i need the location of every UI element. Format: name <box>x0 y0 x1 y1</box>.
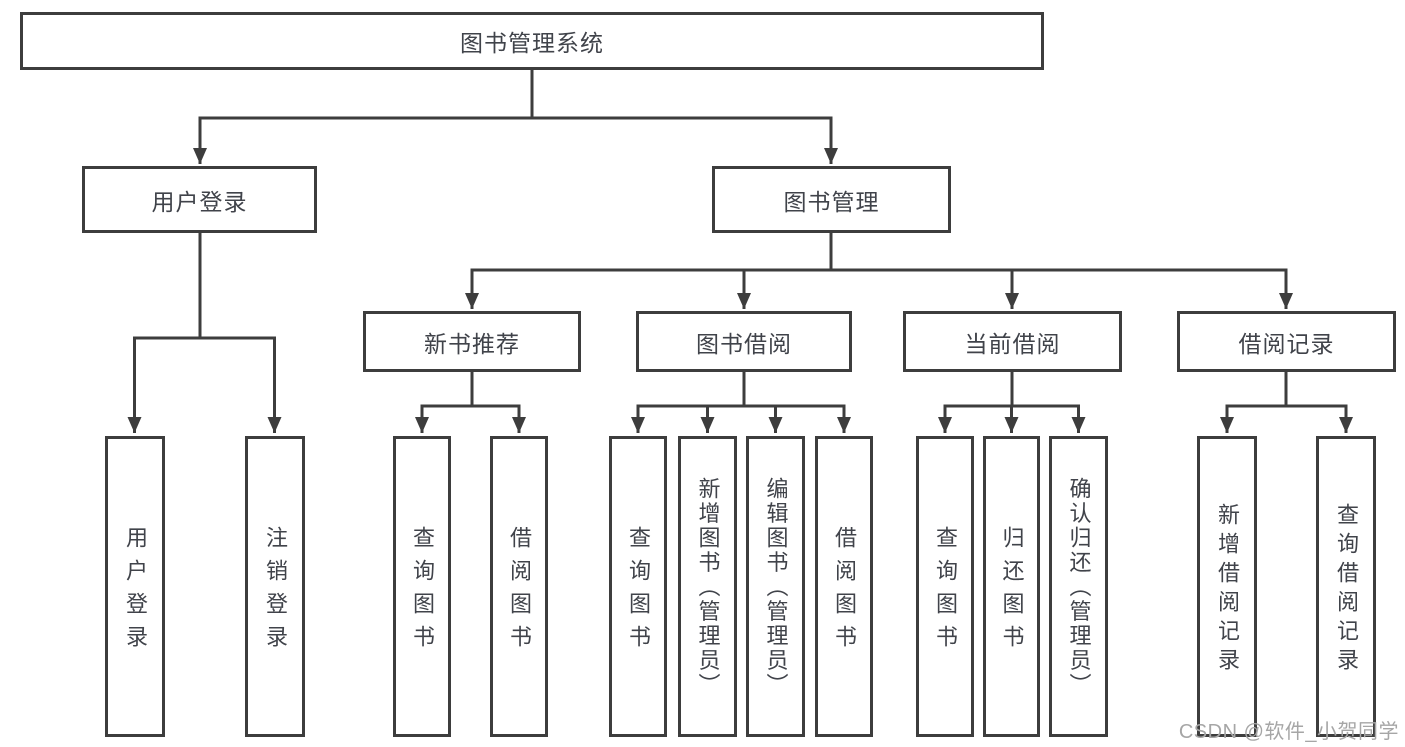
leaf-user-login: 用户登录 <box>105 436 165 737</box>
leaf-borrow-books-recommend: 借阅图书 <box>490 436 548 737</box>
leaf-edit-book-admin: 编辑图书（管理员） <box>746 436 805 737</box>
leaf-query-books-current: 查询图书 <box>916 436 974 737</box>
node-current-borrow: 当前借阅 <box>903 311 1122 372</box>
leaf-confirm-return-admin: 确认归还（管理员） <box>1049 436 1108 737</box>
csdn-watermark: CSDN @软件_小贺同学 <box>1178 721 1399 743</box>
node-book-borrow: 图书借阅 <box>636 311 852 372</box>
leaf-query-books-recommend: 查询图书 <box>393 436 451 737</box>
node-borrow-records: 借阅记录 <box>1177 311 1396 372</box>
leaf-query-borrow-record: 查询借阅记录 <box>1316 436 1376 737</box>
node-user-login: 用户登录 <box>82 166 317 233</box>
node-book-management: 图书管理 <box>712 166 951 233</box>
leaf-return-books: 归还图书 <box>983 436 1040 737</box>
leaf-query-books-borrow: 查询图书 <box>609 436 667 737</box>
node-library-management-system: 图书管理系统 <box>20 12 1044 70</box>
leaf-add-book-admin: 新增图书（管理员） <box>678 436 737 737</box>
leaf-add-borrow-record: 新增借阅记录 <box>1197 436 1257 737</box>
leaf-logout: 注销登录 <box>245 436 305 737</box>
node-new-book-recommend: 新书推荐 <box>363 311 581 372</box>
leaf-borrow-books: 借阅图书 <box>815 436 873 737</box>
